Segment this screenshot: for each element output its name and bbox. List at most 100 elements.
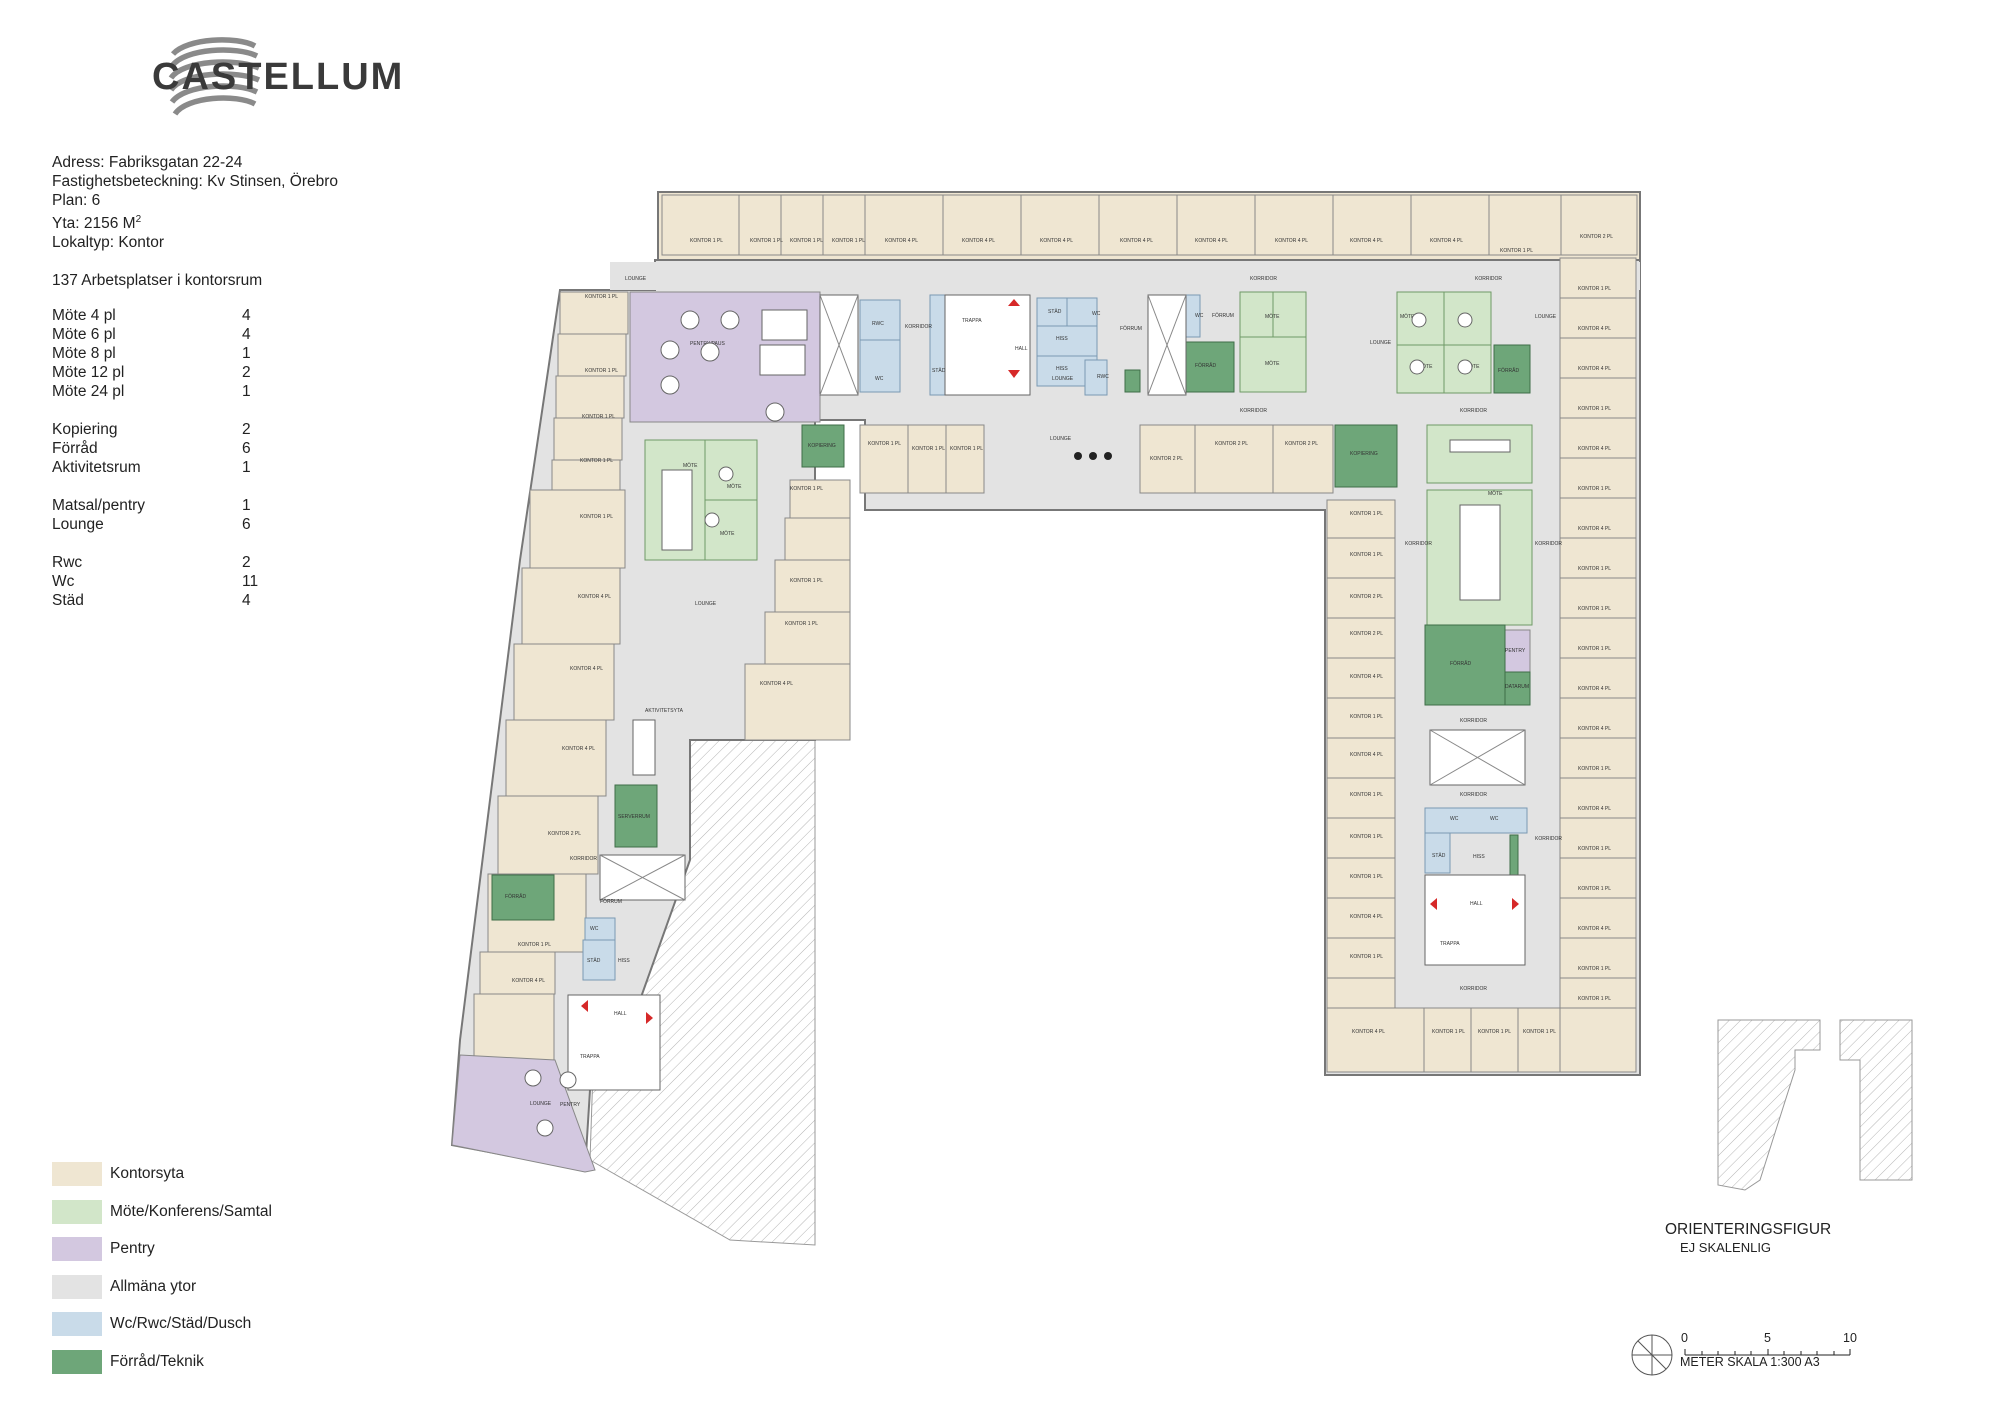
room-label: MÖTE — [1265, 360, 1280, 367]
room-label: STÄD — [1432, 852, 1446, 859]
room-label: KONTOR 1 PL — [582, 414, 615, 420]
room-label: HISS — [1473, 854, 1485, 860]
room-label: KONTOR 1 PL — [1350, 874, 1383, 880]
scale-tick: 5 — [1764, 1331, 1771, 1345]
room-label: KONTOR 4 PL — [1195, 238, 1228, 244]
room-labels: KONTOR 1 PL KONTOR 1 PL KONTOR 1 PL KONT… — [505, 234, 1613, 1108]
legend-swatch — [52, 1274, 102, 1299]
room-label: KONTOR 1 PL — [750, 238, 783, 244]
room-label: WC — [590, 926, 599, 932]
room-label: LOUNGE — [695, 601, 717, 607]
castellum-logo — [168, 37, 261, 116]
room-label: KONTOR 1 PL — [1350, 714, 1383, 720]
room-label: KORRIDOR — [1460, 408, 1487, 414]
room-label: HALL — [1015, 346, 1028, 352]
floor: Plan: 6 — [52, 192, 101, 209]
room-label: KONTOR 4 PL — [885, 238, 918, 244]
room-label: LOUNGE — [625, 276, 647, 282]
room-label: FÖRRÅD — [1195, 362, 1217, 369]
scale-tick: 0 — [1681, 1331, 1688, 1345]
room-label: KORRIDOR — [1475, 276, 1502, 282]
room-label: KONTOR 1 PL — [1578, 886, 1611, 892]
room-label: HISS — [1056, 336, 1068, 342]
room-label: MÖTE — [720, 530, 735, 537]
room-label: WC — [1450, 816, 1459, 822]
room-label: KONTOR 1 PL — [1432, 1029, 1465, 1035]
room-label: WC — [1195, 313, 1204, 319]
room-label: KONTOR 1 PL — [1350, 834, 1383, 840]
room-label: KONTOR 4 PL — [1040, 238, 1073, 244]
room-label: KONTOR 1 PL — [1578, 486, 1611, 492]
room-label: KONTOR 2 PL — [1150, 456, 1183, 462]
left-inner-offices — [744, 479, 851, 741]
room-label: MÖTE — [1418, 363, 1433, 370]
room-label: HISS — [618, 958, 630, 964]
room-label: FÖRRÅD — [1498, 367, 1520, 374]
room-label: KONTOR 2 PL — [1215, 441, 1248, 447]
room-label: KONTOR 1 PL — [1350, 792, 1383, 798]
room-label: KONTOR 1 PL — [1578, 766, 1611, 772]
property-designation: Fastighetsbeteckning: Kv Stinsen, Örebro — [52, 173, 339, 190]
top-corridor — [610, 262, 1640, 290]
room-label: KONTOR 1 PL — [1350, 552, 1383, 558]
scale-tick: 10 — [1843, 1331, 1857, 1345]
room-label: LOUNGE — [1050, 436, 1072, 442]
room-label: MÖTE — [683, 462, 698, 469]
room-label: KONTOR 4 PL — [1578, 726, 1611, 732]
stair-halls — [567, 294, 1526, 1091]
room-label: KONTOR 4 PL — [562, 746, 595, 752]
room-label: KONTOR 1 PL — [1350, 511, 1383, 517]
room-label: KORRIDOR — [1240, 408, 1267, 414]
room-label: KONTOR 4 PL — [1430, 238, 1463, 244]
room-label: KONTOR 1 PL — [1578, 996, 1611, 1002]
room-label: RWC — [872, 321, 884, 327]
room-label: KONTOR 2 PL — [1350, 631, 1383, 637]
room-label: KONTOR 4 PL — [570, 666, 603, 672]
room-label: DATARUM — [1505, 684, 1529, 690]
room-label: KORRIDOR — [1460, 792, 1487, 798]
workplaces: 137 Arbetsplatser i kontorsrum — [52, 272, 263, 290]
mid-offices — [859, 424, 1334, 494]
brand-name: CASTELLUM — [152, 56, 405, 98]
lounge-seats — [1074, 452, 1112, 460]
room-label: KONTOR 4 PL — [760, 681, 793, 687]
room-label: KONTOR 1 PL — [1578, 966, 1611, 972]
top-office-row — [661, 194, 1638, 256]
room-label: KORRIDOR — [1535, 541, 1562, 547]
room-label: KONTOR 1 PL — [585, 368, 618, 374]
room-label: KONTOR 1 PL — [580, 458, 613, 464]
room-label: KONTOR 4 PL — [578, 594, 611, 600]
room-label: TRAPPA — [1440, 941, 1460, 947]
room-label: MÖTE — [727, 483, 742, 490]
area: Yta: 2156 M2 — [52, 214, 142, 233]
room-label: KONTOR 4 PL — [1578, 526, 1611, 532]
room-label: FÖRRUM — [600, 898, 622, 905]
room-label: KONTOR 2 PL — [1285, 441, 1318, 447]
room-label: STÄD — [932, 367, 946, 374]
room-label: KOPIERING — [808, 443, 836, 449]
room-label: KONTOR 1 PL — [1350, 954, 1383, 960]
orientation-figure — [1717, 1019, 1821, 1191]
room-label: KONTOR 4 PL — [1275, 238, 1308, 244]
room-label: KONTOR 1 PL — [1478, 1029, 1511, 1035]
orientation-figure — [1839, 1019, 1913, 1181]
room-label: KONTOR 2 PL — [548, 831, 581, 837]
room-label: KORRIDOR — [570, 856, 597, 862]
room-label: KONTOR 1 PL — [1578, 286, 1611, 292]
room-label: STÄD — [1048, 308, 1062, 315]
premises-type: Lokaltyp: Kontor — [52, 234, 165, 252]
room-label: AKTIVITETSYTA — [645, 708, 684, 714]
room-label: LOUNGE — [530, 1101, 552, 1107]
room-label: KONTOR 1 PL — [1578, 406, 1611, 412]
room-label: KONTOR 1 PL — [950, 446, 983, 452]
room-label: KONTOR 1 PL — [790, 578, 823, 584]
room-label: LOUNGE — [1535, 314, 1557, 320]
